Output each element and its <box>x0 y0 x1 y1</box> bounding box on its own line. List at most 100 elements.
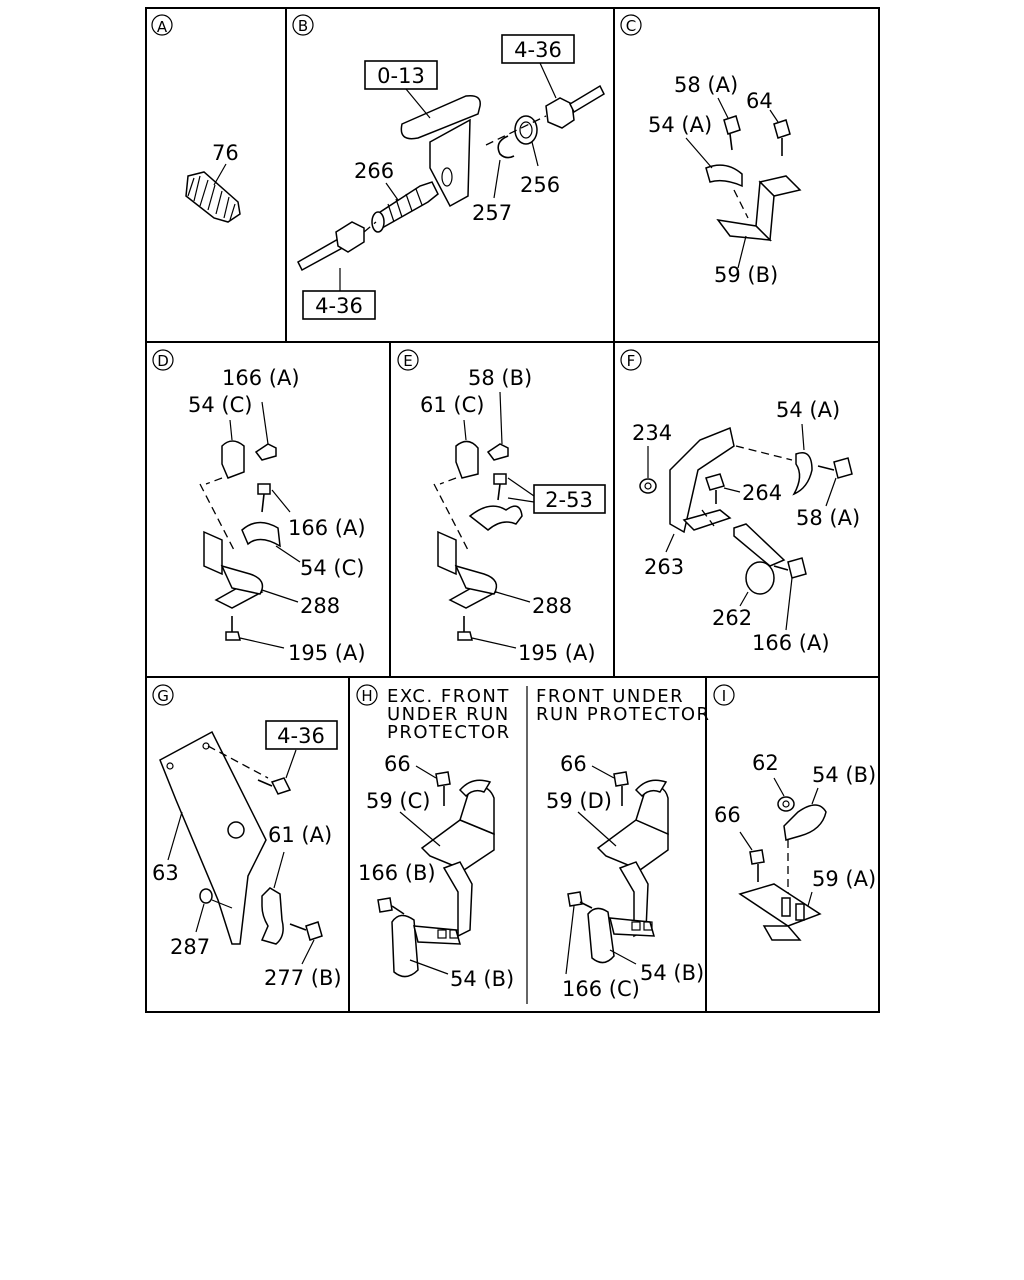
label-166a-f: 166 (A) <box>752 631 830 655</box>
panel-h: H EXC. FRONT UNDER RUN PROTECTOR FRONT U… <box>356 684 709 1001</box>
svg-text:4-36: 4-36 <box>277 724 325 748</box>
clamp-e-mid <box>468 505 523 531</box>
svg-text:FRONT UNDER: FRONT UNDER <box>536 686 684 707</box>
panel-letter-c: C <box>620 14 642 36</box>
panel-letter-a: A <box>151 14 173 36</box>
panel-letter-h: H <box>356 684 378 706</box>
svg-text:PROTECTOR: PROTECTOR <box>387 722 511 743</box>
label-62: 62 <box>752 751 779 775</box>
label-63: 63 <box>152 861 179 885</box>
label-59d: 59 (D) <box>546 789 612 813</box>
ref-box-4-36-top: 4-36 <box>501 34 575 64</box>
label-166c: 166 (C) <box>562 977 640 1001</box>
svg-text:C: C <box>626 17 636 35</box>
label-54c-top: 54 (C) <box>188 393 252 417</box>
panel-grid-frame <box>145 7 880 1013</box>
nut-234 <box>639 446 657 494</box>
bolt-166a-mid <box>257 483 291 513</box>
bolt-195a-e <box>457 616 517 649</box>
ref-box-4-36-g: 4-36 <box>265 720 338 750</box>
label-58b: 58 (B) <box>468 366 532 390</box>
label-263: 263 <box>644 555 684 579</box>
bolt-58a-f <box>817 457 853 507</box>
svg-text:0-13: 0-13 <box>377 64 425 88</box>
svg-text:4-36: 4-36 <box>315 294 363 318</box>
bolt-58a <box>717 97 741 151</box>
clamp-54c-top <box>221 419 245 479</box>
bolt-166b <box>377 897 405 915</box>
svg-text:D: D <box>157 352 169 370</box>
bolt-166c <box>565 891 593 975</box>
panel-letter-d: D <box>152 349 174 371</box>
svg-text:EXC. FRONT: EXC. FRONT <box>387 686 510 707</box>
ref-box-4-36-bottom: 4-36 <box>302 290 376 320</box>
panel-letter-f: F <box>620 349 642 371</box>
label-54a-f: 54 (A) <box>776 398 840 422</box>
label-234: 234 <box>632 421 672 445</box>
clamp-54b-h-left <box>391 914 462 978</box>
bolt-195a <box>225 616 285 649</box>
note-front-under-run-protector: FRONT UNDER RUN PROTECTOR <box>536 686 709 725</box>
bracket-59b <box>716 175 802 269</box>
label-61a: 61 (A) <box>268 823 332 847</box>
svg-text:I: I <box>722 687 726 705</box>
clamp-54c-mid <box>241 521 301 563</box>
svg-text:B: B <box>298 17 308 35</box>
bracket-288-e <box>433 477 531 609</box>
part-257-snap-ring <box>493 135 515 199</box>
bolt-g-upper <box>257 749 297 795</box>
svg-text:H: H <box>361 687 372 705</box>
label-66-i: 66 <box>714 803 741 827</box>
clamp-54b-h-right <box>587 907 656 965</box>
clamp-61c <box>455 419 479 479</box>
panel-b: B 0-13 4-36 4-36 266 <box>292 14 605 320</box>
label-54b-h-left: 54 (B) <box>450 967 514 991</box>
svg-text:A: A <box>157 18 168 36</box>
bracket-59a <box>738 883 822 941</box>
label-54b-i: 54 (B) <box>812 763 876 787</box>
bolt-58b <box>486 391 509 461</box>
bracket-plate <box>400 88 481 208</box>
panel-letter-i: I <box>713 684 735 706</box>
panel-letter-g: G <box>152 684 174 706</box>
label-54b-h-right: 54 (B) <box>640 961 704 985</box>
label-262: 262 <box>712 606 752 630</box>
bracket-59c <box>399 779 495 938</box>
label-66-h-right: 66 <box>560 752 587 776</box>
panel-letter-b: B <box>292 14 314 36</box>
label-58a: 58 (A) <box>674 73 738 97</box>
svg-text:F: F <box>627 352 636 370</box>
bolt-166a-top <box>254 401 277 461</box>
svg-text:E: E <box>403 352 412 370</box>
label-257: 257 <box>472 201 512 225</box>
label-195a-e: 195 (A) <box>518 641 596 665</box>
part-266-connector <box>371 181 439 233</box>
svg-text:2-53: 2-53 <box>545 488 593 512</box>
label-256: 256 <box>520 173 560 197</box>
svg-text:UNDER RUN: UNDER RUN <box>387 704 510 725</box>
bracket-59d <box>577 779 669 938</box>
label-66-h-left: 66 <box>384 752 411 776</box>
panel-e: E 58 (B) 61 (C) 2-53 288 195 (A) <box>397 349 606 665</box>
svg-text:4-36: 4-36 <box>514 38 562 62</box>
label-76: 76 <box>212 141 239 165</box>
part-76-fitting <box>185 163 241 223</box>
label-54c-mid: 54 (C) <box>300 556 364 580</box>
pipe-upper <box>485 62 605 146</box>
panel-f: F 234 54 (A) 264 58 (A) 263 262 166 (A) <box>620 349 860 655</box>
bolt-66-h-right <box>591 765 629 806</box>
nut-62 <box>773 777 795 812</box>
bolt-66-h-left <box>415 765 451 806</box>
label-288-e: 288 <box>532 594 572 618</box>
note-exc-front-under-run-protector: EXC. FRONT UNDER RUN PROTECTOR <box>387 686 511 743</box>
label-64: 64 <box>746 89 773 113</box>
bracket-288 <box>199 477 299 609</box>
panel-letter-e: E <box>397 349 419 371</box>
bolt-277b <box>289 921 323 965</box>
clip-61a <box>260 851 285 945</box>
bracket-63 <box>159 730 269 945</box>
label-58a-f: 58 (A) <box>796 506 860 530</box>
bracket-263 <box>665 426 793 553</box>
clamp-262 <box>733 523 786 607</box>
